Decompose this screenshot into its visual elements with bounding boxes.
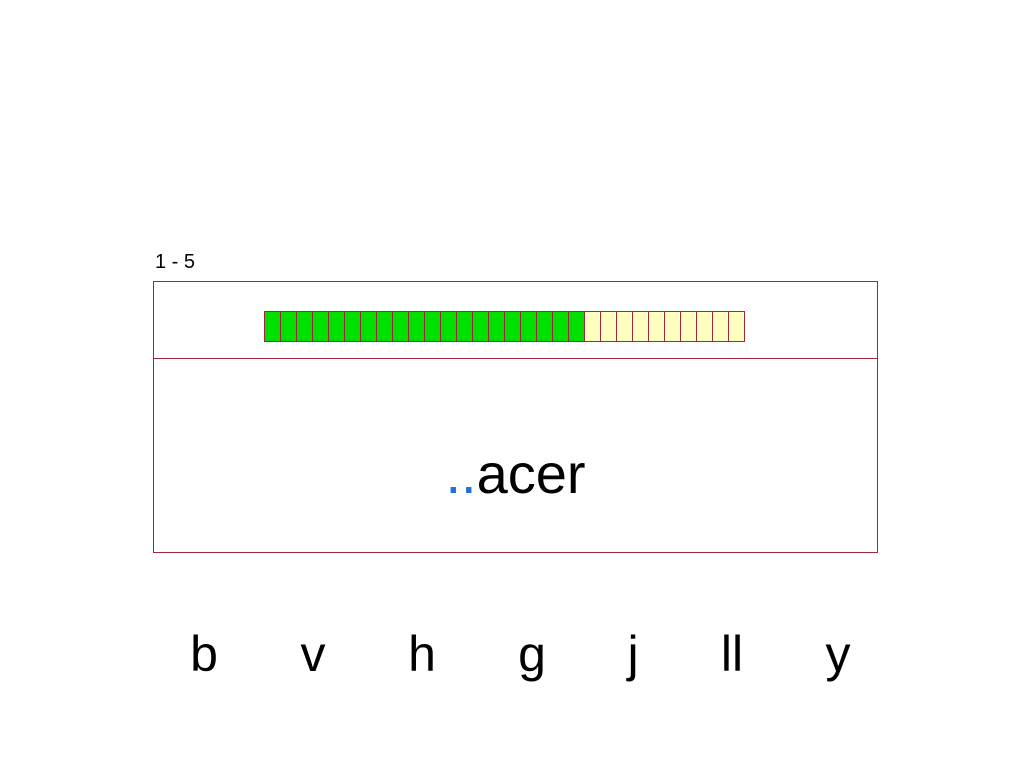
progress-bar (264, 311, 745, 342)
progress-cell-filled (520, 311, 537, 342)
progress-cell-filled (392, 311, 409, 342)
progress-cell-filled (488, 311, 505, 342)
progress-cell-filled (328, 311, 345, 342)
option-g[interactable]: g (518, 626, 546, 682)
progress-cell-filled (264, 311, 281, 342)
progress-cell-empty (632, 311, 649, 342)
option-j[interactable]: j (627, 626, 639, 682)
exercise-word: ..acer (154, 442, 877, 506)
progress-cell-empty (648, 311, 665, 342)
progress-cell-filled (280, 311, 297, 342)
progress-panel (154, 282, 877, 359)
option-h[interactable]: h (408, 626, 436, 682)
progress-cell-filled (344, 311, 361, 342)
progress-cell-filled (568, 311, 585, 342)
word-rest: acer (476, 442, 586, 505)
option-v[interactable]: v (300, 626, 326, 682)
progress-cell-filled (504, 311, 521, 342)
progress-cell-empty (664, 311, 681, 342)
progress-cell-filled (536, 311, 553, 342)
question-counter: 1 - 5 (155, 251, 196, 273)
progress-cell-empty (584, 311, 601, 342)
progress-cell-filled (424, 311, 441, 342)
progress-cell-filled (376, 311, 393, 342)
progress-cell-filled (440, 311, 457, 342)
progress-cell-empty (600, 311, 617, 342)
progress-cell-empty (728, 311, 745, 342)
progress-cell-filled (552, 311, 569, 342)
progress-cell-empty (616, 311, 633, 342)
option-y[interactable]: y (825, 626, 851, 682)
word-blank: .. (445, 442, 477, 505)
progress-cell-filled (312, 311, 329, 342)
answer-options: b v h g j ll y (0, 622, 1024, 686)
progress-cell-filled (408, 311, 425, 342)
progress-cell-filled (456, 311, 473, 342)
progress-cell-filled (360, 311, 377, 342)
progress-cell-filled (296, 311, 313, 342)
progress-cell-empty (712, 311, 729, 342)
progress-cell-empty (696, 311, 713, 342)
exercise-card: ..acer (153, 281, 878, 553)
progress-cell-filled (472, 311, 489, 342)
option-ll[interactable]: ll (720, 626, 744, 682)
progress-cell-empty (680, 311, 697, 342)
option-b[interactable]: b (190, 626, 218, 682)
